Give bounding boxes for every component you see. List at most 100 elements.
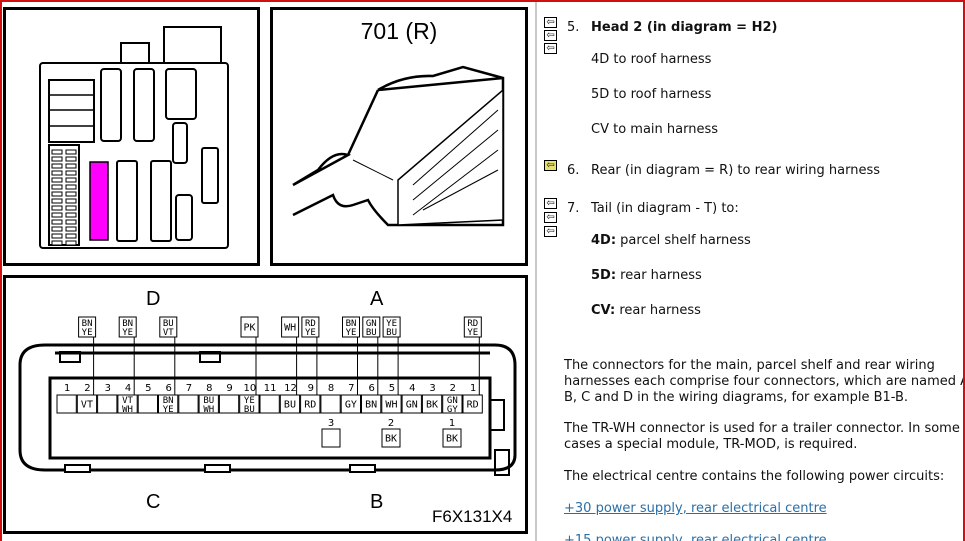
arrow-left-icon[interactable]: ⇦ <box>544 17 557 28</box>
arrow-left-icon[interactable]: ⇦ <box>544 226 557 237</box>
link-plus15-power[interactable]: +15 power supply, rear electrical centre <box>564 533 827 541</box>
pin-cell <box>421 394 443 414</box>
lead-wire-color: BU <box>163 319 174 329</box>
pin-number: 7 <box>348 383 354 394</box>
lead-label-box <box>342 316 360 338</box>
pin-cell <box>381 394 402 414</box>
arrow-left-icon[interactable]: ⇦ <box>544 198 557 209</box>
pin-cell <box>218 394 240 414</box>
lead-label-box <box>463 316 482 338</box>
lead-label-box <box>118 316 137 338</box>
pin-number: 2 <box>450 383 456 394</box>
lead-wire-color: RD <box>467 319 478 329</box>
pin-wire-color: YE <box>244 396 255 406</box>
pin-number: 8 <box>328 383 334 394</box>
pin-wire-color: WH <box>122 405 133 415</box>
item-7-title: Tail (in diagram - T) to: <box>591 201 739 216</box>
pin-cell <box>320 394 341 414</box>
pin-number: 3 <box>429 383 435 394</box>
pin-wire-color: BN <box>163 396 174 406</box>
pin-wire-color: GN <box>406 400 418 411</box>
item-6-number: 6. <box>567 163 580 178</box>
lead-wire-color: BU <box>386 328 397 338</box>
line-key: CV: <box>591 303 616 318</box>
pin-number: 6 <box>165 383 171 394</box>
pin-wire-color: GN <box>447 396 458 406</box>
arrow-left-icon[interactable]: ⇦ <box>544 160 557 171</box>
lead-label-box <box>78 316 97 338</box>
pin-number: 3 <box>105 383 111 394</box>
pin-number: 11 <box>264 383 277 394</box>
lead-wire-color: YE <box>386 319 397 329</box>
text-panel: ⇦ ⇦ ⇦ 5. Head 2 (in diagram = H2) 4D to … <box>537 0 963 541</box>
lead-label-box <box>240 316 259 338</box>
lead-label-box <box>159 316 178 338</box>
connector-701-view: 701 (R) <box>270 7 528 266</box>
pin-number: 5 <box>145 383 151 394</box>
pin-wire-color: WH <box>385 400 397 411</box>
lead-wire-color: PK <box>243 323 255 334</box>
pin-number: 9 <box>308 383 314 394</box>
lead-wire-color: YE <box>122 328 133 338</box>
pin-wire-color: BK <box>426 400 438 411</box>
item-5-line: 5D to roof harness <box>591 87 712 102</box>
pin-cell <box>321 428 341 448</box>
pin-cell <box>137 394 158 414</box>
highlighted-connector <box>89 161 109 241</box>
pin-wire-color: WH <box>203 405 214 415</box>
pin-number: 8 <box>206 383 212 394</box>
pin-number: 2 <box>388 418 394 429</box>
pin-wire-color: VT <box>122 396 133 406</box>
lead-wire-color: BN <box>122 319 133 329</box>
item-7-line: CV: rear harness <box>591 303 701 318</box>
arrow-left-icon[interactable]: ⇦ <box>544 212 557 223</box>
arrow-left-icon[interactable]: ⇦ <box>544 30 557 41</box>
pin-cell <box>178 394 199 414</box>
arrow-left-icon[interactable]: ⇦ <box>544 43 557 54</box>
pin-cell <box>158 394 179 414</box>
item-7-line: 4D: parcel shelf harness <box>591 233 751 248</box>
line-value: parcel shelf harness <box>616 233 751 248</box>
item-5-line: 4D to roof harness <box>591 52 712 67</box>
pin-wire-color: BK <box>446 434 458 445</box>
paragraph-trailer: The TR-WH connector is used for a traile… <box>564 421 960 452</box>
lead-wire-color: BU <box>366 328 377 338</box>
pin-number: 7 <box>186 383 192 394</box>
pin-wire-color: GY <box>447 405 458 415</box>
pin-cell <box>279 394 301 414</box>
item-7-number: 7. <box>567 201 580 216</box>
pin-wire-color: BK <box>385 434 397 445</box>
fusebox-drawing <box>39 26 229 249</box>
lead-wire-color: YE <box>346 328 357 338</box>
pin-cell <box>442 394 463 414</box>
pin-cell <box>56 394 77 414</box>
item-7-line: 5D: rear harness <box>591 268 702 283</box>
connector-label-c: C <box>146 491 161 513</box>
lead-label-box <box>362 316 381 338</box>
lead-wire-color: WH <box>284 323 296 334</box>
lead-wire-color: BN <box>82 319 93 329</box>
line-value: rear harness <box>615 303 701 318</box>
pin-number: 2 <box>84 383 90 394</box>
pin-wire-color: BN <box>365 400 377 411</box>
connector-title: 701 (R) <box>360 18 438 44</box>
pin-cell <box>401 394 422 414</box>
lead-wire-color: RD <box>305 319 316 329</box>
pin-cell <box>300 394 321 414</box>
pin-cell <box>442 428 462 448</box>
pin-cell <box>462 394 483 414</box>
pin-wire-color: BU <box>203 396 214 406</box>
pin-number: 12 <box>284 383 297 394</box>
pin-cell <box>117 394 138 414</box>
link-plus30-power[interactable]: +30 power supply, rear electrical centre <box>564 501 827 516</box>
paragraph-power: The electrical centre contains the follo… <box>564 469 945 484</box>
connector-label-a: A <box>370 288 384 310</box>
item-5-title: Head 2 (in diagram = H2) <box>591 20 778 35</box>
pin-number: 5 <box>389 383 395 394</box>
lead-label-box <box>281 316 300 338</box>
pin-cell <box>76 394 98 414</box>
pin-cell <box>97 394 118 414</box>
item-5-line: CV to main harness <box>591 122 719 137</box>
connector-label-d: D <box>146 288 161 310</box>
line-key: 4D: <box>591 233 617 248</box>
